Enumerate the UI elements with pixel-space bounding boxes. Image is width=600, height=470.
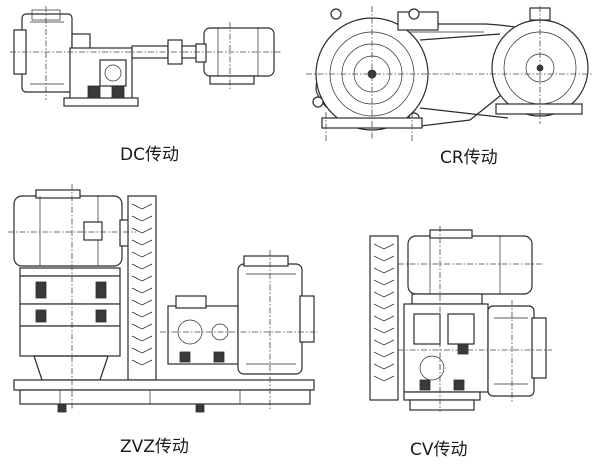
dc-drive-drawing [10, 6, 282, 107]
dc-caption: DC传动 [120, 145, 179, 165]
cv-caption: CV传动 [410, 440, 468, 460]
zvz-caption: ZVZ传动 [120, 437, 189, 457]
cr-caption: CR传动 [440, 148, 498, 168]
cv-drive-drawing [369, 226, 552, 412]
zvz-drive-drawing [8, 184, 318, 413]
cr-drive-drawing [306, 6, 592, 142]
